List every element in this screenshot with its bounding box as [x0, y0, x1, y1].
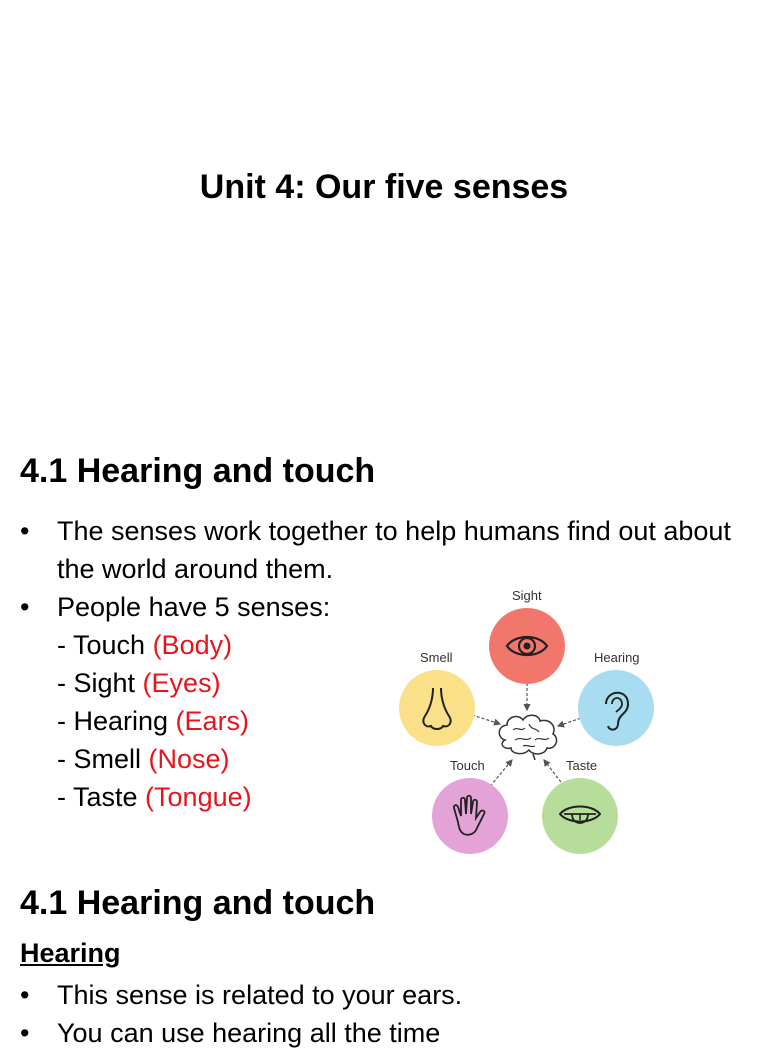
nose-icon — [422, 687, 452, 730]
smell-node — [399, 670, 475, 746]
bullet-dot: • — [20, 980, 30, 1010]
section-heading: 4.1 Hearing and touch — [20, 452, 376, 490]
bullet-item: • The senses work together to help human… — [20, 512, 740, 588]
bullet-text: People have 5 senses: — [57, 592, 331, 622]
tongue-icon — [558, 805, 602, 824]
senses-slide: 4.1 Hearing and touch • The senses work … — [0, 420, 768, 860]
hearing-node — [578, 670, 654, 746]
taste-label: Taste — [566, 758, 598, 773]
sense-line-hearing: - Hearing (Ears) — [57, 706, 250, 736]
bullet-list: • The senses work together to help human… — [20, 512, 740, 816]
title-slide: Unit 4: Our five senses — [0, 0, 768, 420]
five-senses-diagram: Sight Smell Hearing Touch — [392, 588, 662, 860]
smell-label: Smell — [420, 650, 453, 665]
touch-node — [432, 778, 508, 854]
sense-line-smell: - Smell (Nose) — [57, 744, 230, 774]
brain-icon — [498, 714, 558, 760]
bullet-dot: • — [20, 516, 30, 546]
bullet-text: This sense is related to your ears. — [57, 980, 463, 1010]
bullet-item: • People have 5 senses: - Touch (Body) -… — [20, 588, 740, 816]
hearing-label: Hearing — [594, 650, 640, 665]
section-heading-2: 4.1 Hearing and touch — [20, 884, 376, 922]
bullet-text: The senses work together to help humans … — [57, 516, 731, 584]
eye-icon — [505, 635, 549, 657]
bullet-dot: • — [20, 1018, 30, 1048]
hearing-bullet-list: • This sense is related to your ears. • … — [20, 976, 740, 1052]
sight-node — [489, 608, 565, 684]
sight-label: Sight — [512, 588, 542, 603]
sense-line-touch: - Touch (Body) — [57, 630, 233, 660]
hand-icon — [452, 794, 486, 836]
bullet-item: • This sense is related to your ears. — [20, 976, 740, 1014]
ear-icon — [605, 691, 630, 731]
sense-line-taste: - Taste (Tongue) — [57, 782, 252, 812]
sense-line-sight: - Sight (Eyes) — [57, 668, 221, 698]
bullet-item: • You can use hearing all the time — [20, 1014, 740, 1052]
touch-label: Touch — [450, 758, 485, 773]
hearing-slide: 4.1 Hearing and touch Hearing • This sen… — [0, 860, 768, 1048]
bullet-dot: • — [20, 592, 30, 622]
taste-node — [542, 778, 618, 854]
hearing-subheading: Hearing — [20, 938, 121, 968]
bullet-text: You can use hearing all the time — [57, 1018, 441, 1048]
unit-title: Unit 4: Our five senses — [199, 168, 569, 206]
